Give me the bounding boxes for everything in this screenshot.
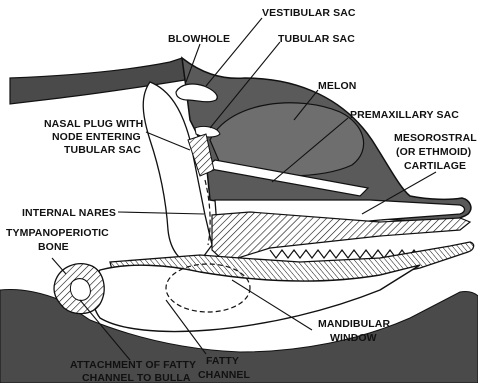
label-mesorostral-line1: MESOROSTRAL: [394, 132, 477, 144]
label-fatty-channel-line2: CHANNEL: [198, 369, 251, 381]
label-nasal-plug-line2: NODE ENTERING: [52, 131, 141, 143]
bulla-inner: [70, 279, 90, 301]
label-attachment-line2: CHANNEL TO BULLA: [82, 372, 191, 383]
label-vestibular-sac: VESTIBULAR SAC: [262, 7, 356, 19]
label-tympanoperiotic-line2: BONE: [38, 241, 69, 253]
label-mandibular-window-line1: MANDIBULAR: [318, 318, 390, 330]
label-fatty-channel-line1: FATTY: [206, 355, 239, 367]
label-tubular-sac: TUBULAR SAC: [278, 33, 355, 45]
label-internal-nares: INTERNAL NARES: [22, 207, 116, 219]
label-mesorostral-line2: (OR ETHMOID): [396, 146, 471, 158]
label-premaxillary-sac: PREMAXILLARY SAC: [350, 109, 459, 121]
label-blowhole: BLOWHOLE: [168, 33, 230, 45]
label-nasal-plug-line1: NASAL PLUG WITH: [44, 118, 143, 130]
label-mandibular-window-line2: WINDOW: [330, 332, 377, 344]
label-melon: MELON: [318, 80, 356, 92]
label-nasal-plug-line3: TUBULAR SAC: [64, 144, 141, 156]
label-attachment-line1: ATTACHMENT OF FATTY: [70, 359, 196, 371]
label-mesorostral-line3: CARTILAGE: [404, 160, 466, 172]
label-tympanoperiotic-line1: TYMPANOPERIOTIC: [6, 227, 109, 239]
